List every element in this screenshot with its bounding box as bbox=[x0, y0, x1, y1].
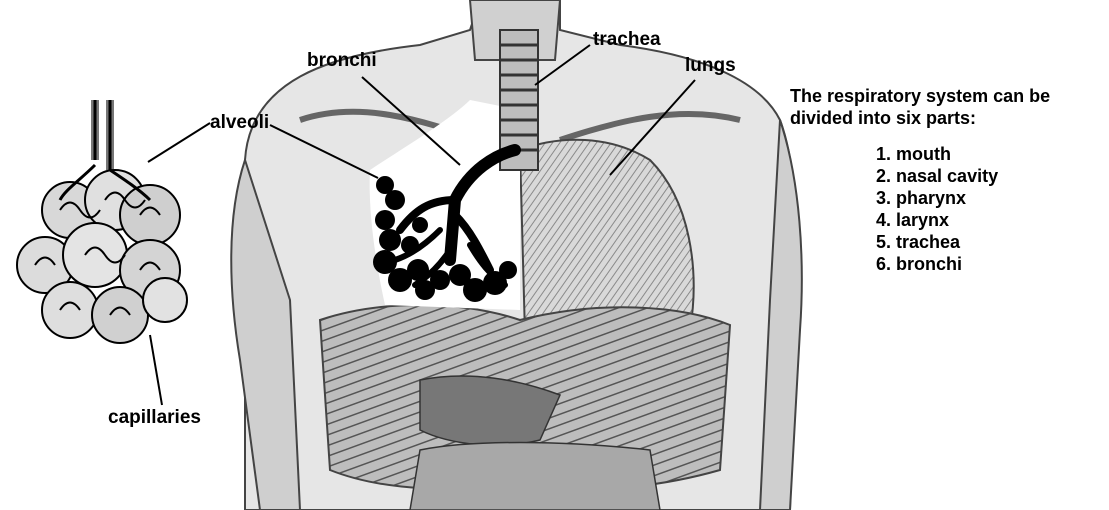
label-alveoli: alveoli bbox=[210, 113, 269, 132]
label-trachea: trachea bbox=[593, 30, 661, 49]
info-line-2: divided into six parts: bbox=[790, 107, 1050, 129]
label-capillaries: capillaries bbox=[108, 408, 201, 427]
leader-capillaries bbox=[150, 335, 162, 405]
list-item: 2. nasal cavity bbox=[876, 165, 1050, 187]
list-item: 3. pharynx bbox=[876, 187, 1050, 209]
info-panel: The respiratory system can be divided in… bbox=[790, 85, 1050, 275]
info-line-1: The respiratory system can be bbox=[790, 85, 1050, 107]
alveoli-closeup bbox=[17, 100, 187, 343]
leader-alveoli-left bbox=[148, 123, 210, 162]
intestines bbox=[410, 443, 660, 510]
list-item: 4. larynx bbox=[876, 209, 1050, 231]
list-item: 1. mouth bbox=[876, 143, 1050, 165]
list-item: 6. bronchi bbox=[876, 253, 1050, 275]
label-lungs: lungs bbox=[685, 56, 736, 75]
label-bronchi: bronchi bbox=[307, 51, 377, 70]
list-item: 5. trachea bbox=[876, 231, 1050, 253]
parts-list: 1. mouth 2. nasal cavity 3. pharynx 4. l… bbox=[876, 143, 1050, 275]
